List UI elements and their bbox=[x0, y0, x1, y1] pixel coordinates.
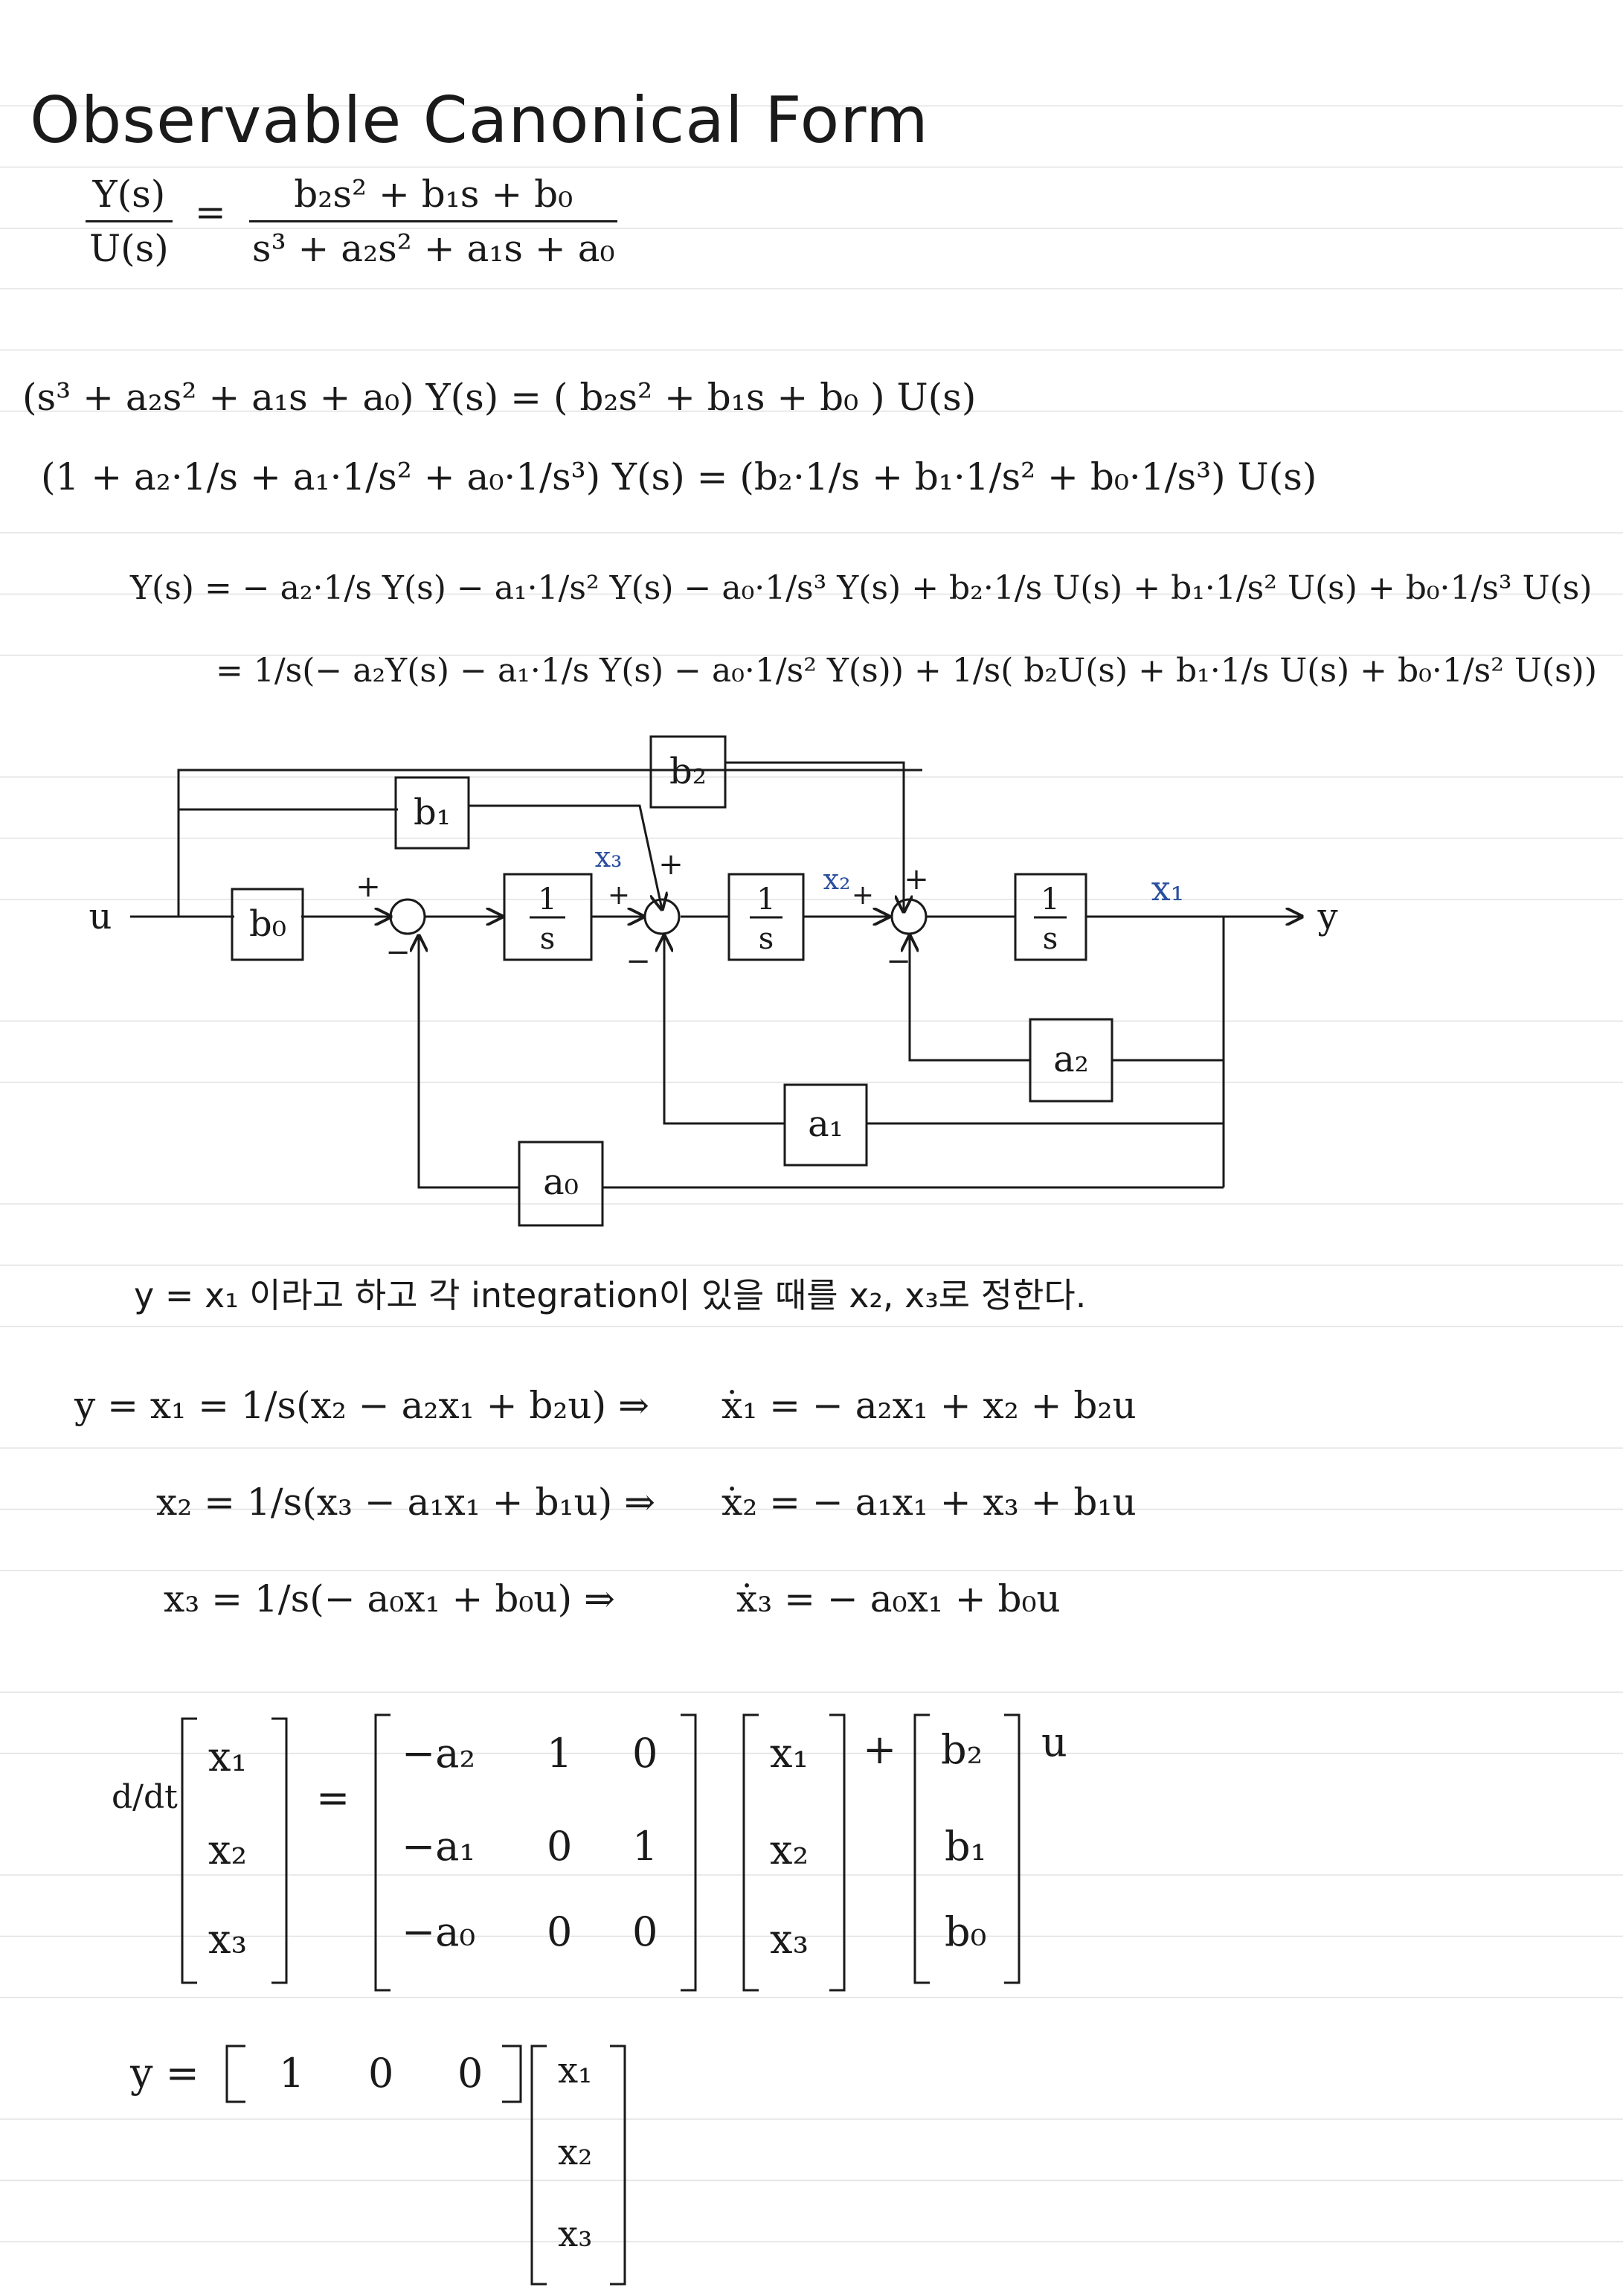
x-rhs-1: x₁ bbox=[770, 1730, 809, 1777]
a-matrix-r1c3: 0 bbox=[632, 1730, 658, 1777]
state-label-x3: x₃ bbox=[595, 841, 623, 873]
b1-to-sum2 bbox=[469, 806, 662, 909]
x-rhs-right-bracket bbox=[829, 1715, 844, 1990]
a-matrix-r3c1: −a₀ bbox=[402, 1908, 475, 1955]
a-matrix-r2c2: 0 bbox=[547, 1823, 572, 1870]
feedback-a2-right bbox=[1112, 917, 1224, 1060]
b-vector-2: b₁ bbox=[945, 1823, 986, 1870]
a-matrix-r1c2: 1 bbox=[547, 1730, 572, 1777]
integrator-3-num: 1 bbox=[1041, 882, 1059, 917]
state-eq-1-rhs: ẋ₁ = − a₂x₁ + x₂ + b₂u bbox=[721, 1384, 1137, 1427]
x-rhs-3: x₃ bbox=[770, 1916, 809, 1963]
x-vector-3: x₃ bbox=[208, 1916, 247, 1963]
block-diagram: u y b₀ b₁ b₂ a₂ a₁ a₀ 1 s 1 s 1 s x₃ x₂ … bbox=[0, 714, 1623, 1235]
a-matrix-r3c3: 0 bbox=[632, 1908, 658, 1955]
state-label-x1: x₁ bbox=[1151, 868, 1184, 908]
a-matrix-r1c1: −a₂ bbox=[402, 1730, 475, 1777]
x-vector-2: x₂ bbox=[208, 1827, 247, 1873]
equals-sign: = bbox=[195, 190, 226, 234]
sign-minus-sum2: − bbox=[626, 944, 651, 978]
integrator-2-den: s bbox=[759, 922, 774, 956]
sum-junction-1 bbox=[391, 900, 425, 934]
output-y-label: y = bbox=[130, 2050, 199, 2097]
x-vector-left-bracket bbox=[182, 1719, 197, 1983]
sign-plus-sum2-top: + bbox=[658, 847, 684, 882]
gain-label-b1: b₁ bbox=[414, 792, 451, 833]
gain-label-b2: b₂ bbox=[669, 751, 707, 792]
explanation-text: y = x₁ 이라고 하고 각 integration이 있을 때를 x₂, x… bbox=[134, 1269, 1086, 1318]
integrator-2-num: 1 bbox=[756, 882, 775, 917]
sign-plus-sum2-left: + bbox=[608, 880, 630, 911]
b-vector-3: b₀ bbox=[945, 1908, 986, 1955]
a-matrix-r3c2: 0 bbox=[547, 1908, 572, 1955]
state-eq-2-lhs: x₂ = 1/s(x₃ − a₁x₁ + b₁u) ⇒ bbox=[156, 1481, 655, 1524]
rhs-denominator: s³ + a₂s² + a₁s + a₀ bbox=[245, 222, 623, 270]
a-matrix-left-bracket bbox=[376, 1715, 391, 1990]
x-output-right-bracket bbox=[610, 2046, 625, 2284]
a-matrix-right-bracket bbox=[681, 1715, 695, 1990]
c-matrix-right-bracket bbox=[502, 2046, 521, 2102]
gain-label-b0: b₀ bbox=[249, 903, 286, 945]
state-eq-3-lhs: x₃ = 1/s(− a₀x₁ + b₀u) ⇒ bbox=[164, 1577, 615, 1620]
state-eq-1-lhs: y = x₁ = 1/s(x₂ − a₂x₁ + b₂u) ⇒ bbox=[74, 1384, 649, 1427]
x-rhs-2: x₂ bbox=[770, 1827, 809, 1873]
input-u: u bbox=[1041, 1719, 1067, 1766]
b2-to-sum3 bbox=[725, 763, 904, 911]
transfer-function: Y(s) U(s) = b₂s² + b₁s + b₀ s³ + a₂s² + … bbox=[82, 173, 623, 270]
x-output-1: x₁ bbox=[558, 2050, 592, 2091]
x-vector-right-bracket bbox=[271, 1719, 286, 1983]
rhs-numerator: b₂s² + b₁s + b₀ bbox=[249, 173, 617, 222]
c-matrix-c2: 0 bbox=[368, 2050, 393, 2097]
input-label: u bbox=[89, 896, 112, 937]
feedback-a1-left bbox=[664, 936, 785, 1123]
x-output-3: x₃ bbox=[558, 2213, 592, 2255]
c-matrix-c3: 0 bbox=[457, 2050, 483, 2097]
rhs-fraction: b₂s² + b₁s + b₀ s³ + a₂s² + a₁s + a₀ bbox=[245, 173, 623, 270]
sign-minus-sum3: − bbox=[886, 944, 911, 978]
matrix-equals: = bbox=[316, 1774, 350, 1821]
state-eq-2-rhs: ẋ₂ = − a₁x₁ + x₃ + b₁u bbox=[721, 1481, 1137, 1524]
lhs-denominator: U(s) bbox=[82, 222, 176, 270]
output-label: y bbox=[1317, 896, 1337, 937]
state-eq-3-rhs: ẋ₃ = − a₀x₁ + b₀u bbox=[736, 1577, 1061, 1620]
ddt-operator: d/dt bbox=[112, 1778, 178, 1816]
a-matrix-r2c3: 1 bbox=[632, 1823, 658, 1870]
sign-plus-sum3-left: + bbox=[852, 880, 874, 911]
lhs-fraction: Y(s) U(s) bbox=[82, 173, 176, 270]
b-vector-right-bracket bbox=[1004, 1715, 1019, 1983]
b-vector-1: b₂ bbox=[941, 1726, 983, 1773]
sign-plus-sum3-top: + bbox=[904, 862, 929, 897]
sign-minus-sum1: − bbox=[385, 935, 411, 969]
c-matrix-left-bracket bbox=[227, 2046, 245, 2102]
a-matrix-r2c1: −a₁ bbox=[402, 1823, 475, 1870]
matrix-form: d/dt x₁ x₂ x₃ = −a₂ 1 0 −a₁ 0 1 −a₀ 0 0 … bbox=[0, 1681, 1623, 2292]
derivation-line-2: (1 + a₂·1/s + a₁·1/s² + a₀·1/s³) Y(s) = … bbox=[41, 455, 1317, 498]
sign-plus-sum1: + bbox=[356, 870, 381, 904]
b-vector-left-bracket bbox=[915, 1715, 930, 1983]
x-output-2: x₂ bbox=[558, 2132, 592, 2173]
gain-label-a0: a₀ bbox=[543, 1161, 579, 1203]
derivation-line-4: = 1/s(− a₂Y(s) − a₁·1/s Y(s) − a₀·1/s² Y… bbox=[216, 652, 1597, 690]
state-label-x2: x₂ bbox=[823, 863, 851, 896]
derivation-line-1: (s³ + a₂s² + a₁s + a₀) Y(s) = ( b₂s² + b… bbox=[22, 376, 976, 419]
gain-label-a1: a₁ bbox=[808, 1103, 843, 1145]
integrator-1-num: 1 bbox=[538, 882, 556, 917]
feedback-a2-left bbox=[910, 936, 1030, 1060]
sum-junction-3 bbox=[892, 900, 926, 934]
x-output-left-bracket bbox=[532, 2046, 547, 2284]
derivation-line-3: Y(s) = − a₂·1/s Y(s) − a₁·1/s² Y(s) − a₀… bbox=[130, 569, 1593, 607]
integrator-1-den: s bbox=[540, 922, 556, 956]
gain-label-a2: a₂ bbox=[1053, 1039, 1089, 1080]
integrator-3-den: s bbox=[1043, 922, 1058, 956]
feedback-a0-left bbox=[419, 936, 519, 1187]
lhs-numerator: Y(s) bbox=[86, 173, 173, 222]
matrix-plus: + bbox=[863, 1726, 896, 1773]
x-vector-1: x₁ bbox=[208, 1734, 247, 1780]
page-title: Observable Canonical Form bbox=[30, 83, 929, 158]
c-matrix-c1: 1 bbox=[279, 2050, 304, 2097]
x-rhs-left-bracket bbox=[744, 1715, 759, 1990]
